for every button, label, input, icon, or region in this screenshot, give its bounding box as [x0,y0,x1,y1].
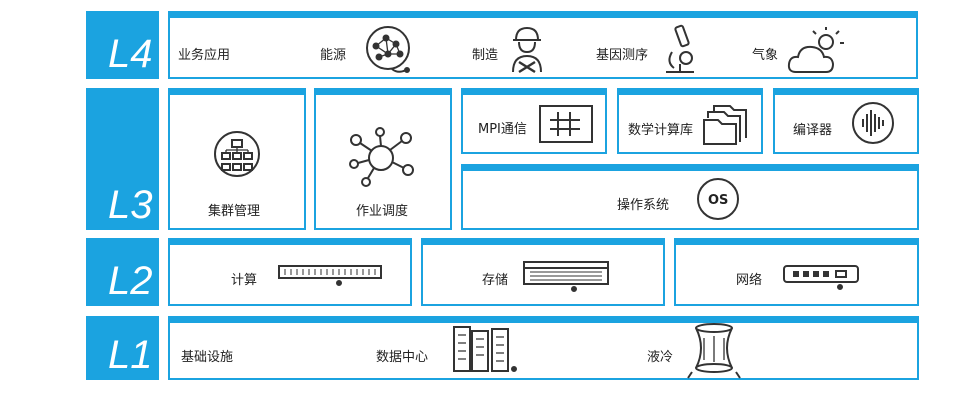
network-switch-icon [782,262,862,290]
os-panel [461,164,919,230]
cluster-mgmt-label: 集群管理 [208,204,261,219]
energy-network-icon [362,24,414,76]
hierarchy-icon [211,128,263,180]
l1-panel [168,316,919,380]
liquid-cooling-label: 液冷 [647,350,674,365]
network-label: 网络 [736,273,763,288]
node-graph-icon [346,126,416,188]
os-badge-icon [694,176,746,222]
math-lib-label: 数学计算库 [628,123,694,138]
layer-label-l4: L4 [86,11,159,79]
energy-label: 能源 [320,48,347,63]
math-lib-panel [617,88,763,154]
storage-label: 存储 [482,273,509,288]
grid-board-icon [538,104,594,146]
infrastructure-label: 基础设施 [181,350,234,365]
layer-label-l3: L3 [86,88,159,230]
os-badge-text: OS [708,193,729,208]
job-scheduling-panel [314,88,452,230]
storage-panel [421,238,665,306]
cooling-tower-icon [686,320,742,380]
gene-sequencing-label: 基因测序 [596,48,649,63]
folders-icon [702,102,752,148]
worker-tools-icon [507,24,547,76]
layer-l2-text: L2 [108,259,153,303]
cloud-sun-icon [786,26,848,76]
layer-label-l2: L2 [86,238,159,306]
os-label: 操作系统 [617,198,670,213]
business-app-label: 业务应用 [178,48,231,63]
l4-panel [168,11,918,79]
datacenter-racks-icon [452,325,522,375]
storage-array-icon [522,258,610,292]
layer-label-l1: L1 [86,316,159,380]
layer-l3-text: L3 [108,183,153,227]
server-rack-icon [277,264,383,286]
mpi-label: MPI通信 [478,122,527,137]
compute-label: 计算 [231,273,258,288]
datacenter-label: 数据中心 [376,350,429,365]
layer-l4-text: L4 [108,32,153,76]
manufacturing-label: 制造 [472,48,499,63]
layer-l1-text: L1 [108,333,153,377]
soundwave-icon [850,100,896,146]
job-scheduling-label: 作业调度 [356,204,409,219]
weather-label: 气象 [752,48,779,63]
compiler-label: 编译器 [793,123,833,138]
compute-panel [168,238,412,306]
microscope-icon [660,22,700,78]
compiler-panel [773,88,919,154]
